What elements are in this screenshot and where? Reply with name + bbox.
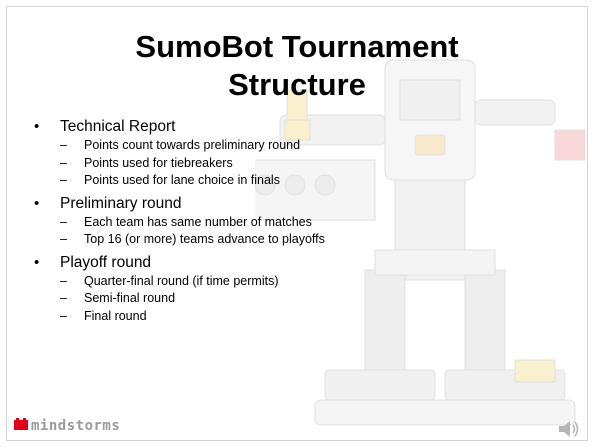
slide-title: SumoBot Tournament Structure <box>0 28 594 104</box>
bullet-technical-report: • Technical Report <box>34 117 554 137</box>
sub-item-text: Top 16 (or more) teams advance to playof… <box>84 232 325 246</box>
bullet-text: Playoff round <box>60 253 152 271</box>
mindstorms-logo: mindstorms <box>14 418 120 434</box>
sub-item: – Each team has same number of matches <box>34 214 554 232</box>
sub-list-preliminary-round: – Each team has same number of matches – T… <box>34 214 554 249</box>
dash: – <box>60 232 67 246</box>
sub-item: – Quarter-final round (if time permits) <box>34 273 554 291</box>
sub-item: – Final round <box>34 308 554 326</box>
bullet-playoff-round: • Playoff round <box>34 253 554 273</box>
slide-frame <box>6 6 588 441</box>
bullet-preliminary-round: • Preliminary round <box>34 194 554 214</box>
sub-item-text: Semi-final round <box>84 291 176 305</box>
dash: – <box>60 273 67 288</box>
bullet-dot: • <box>34 253 40 271</box>
dash: – <box>60 291 67 305</box>
sub-item: – Top 16 (or more) teams advance to playo… <box>34 231 554 249</box>
logo-text: mindstorms <box>31 418 120 434</box>
sub-item: – Points used for tiebreakers <box>34 155 554 173</box>
sub-list-technical-report: –Points count towards preliminary round … <box>34 137 554 190</box>
sub-item: – Points used for lane choice in finals <box>34 172 554 190</box>
sub-item-text: Points used for lane choice in finals <box>84 173 280 187</box>
sub-item: – Points count towards preliminary round <box>34 137 554 155</box>
robot-watermark-image <box>255 59 586 426</box>
bullet-list: • Technical Report – Points count towards… <box>34 117 554 329</box>
speaker-icon[interactable] <box>557 418 581 440</box>
dash: – <box>60 138 67 152</box>
bullet-dot: • <box>34 194 40 212</box>
dash: – <box>60 173 67 187</box>
sub-item-text: Quarter-final round (if time permits) <box>84 273 279 288</box>
sub-list-playoff-round: – Quarter-final round (if time permits) –… <box>34 273 554 326</box>
sub-item-text: Final round <box>84 308 147 323</box>
slide-title-line-1: SumoBot Tournament <box>135 29 459 64</box>
bullet-text: Preliminary round <box>60 194 182 212</box>
bullet-text: Technical Report <box>60 118 176 135</box>
dash: – <box>60 214 67 229</box>
slide-title-line-2: Structure <box>228 67 366 102</box>
sub-item-text: Points used for tiebreakers <box>84 155 233 170</box>
sub-item: – Semi-final round <box>34 290 554 308</box>
dash: – <box>60 308 67 323</box>
lego-brick-icon <box>14 420 28 430</box>
bullet-dot: • <box>34 118 40 135</box>
dash: – <box>60 155 67 170</box>
sub-item-text: Points count towards preliminary round <box>84 138 301 152</box>
sub-item-text: Each team has same number of matches <box>84 214 312 229</box>
